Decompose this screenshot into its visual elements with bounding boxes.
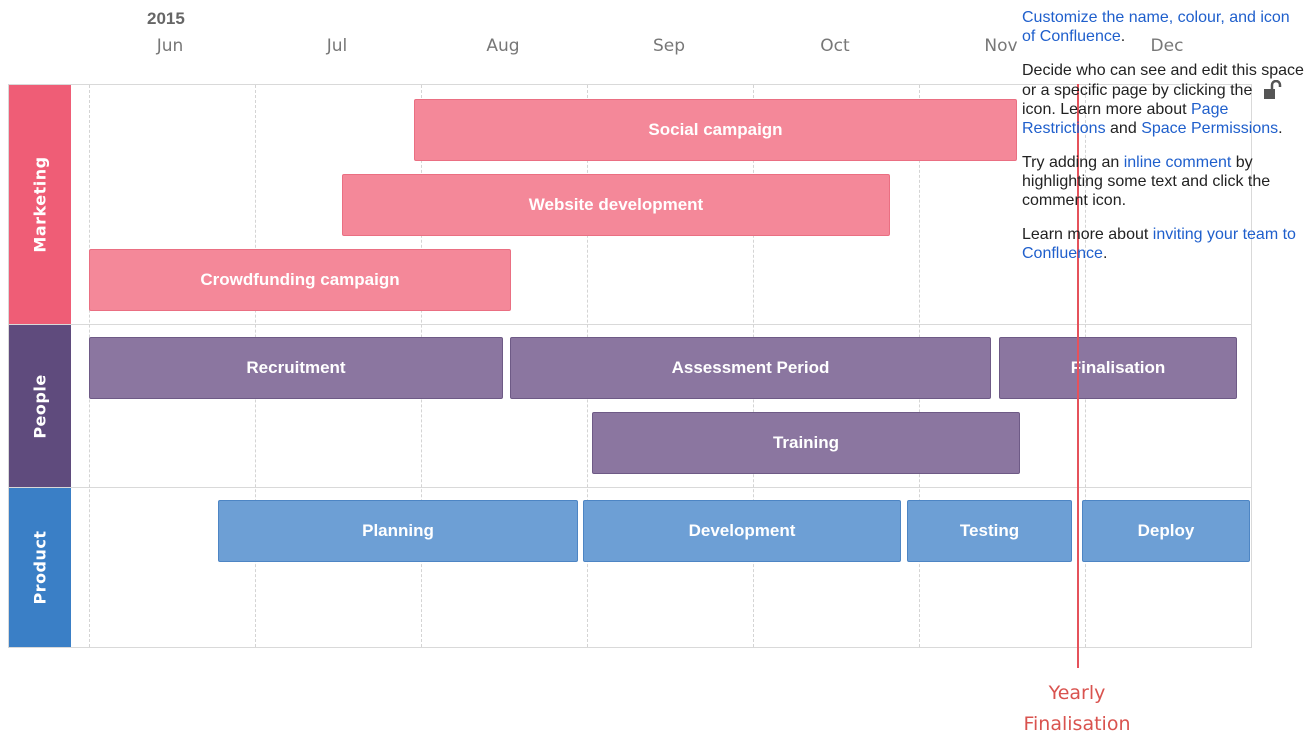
lane-divider (8, 487, 1252, 488)
month-label: Aug (486, 36, 520, 56)
bar-assessment-period[interactable]: Assessment Period (510, 337, 991, 399)
month-label: Oct (820, 36, 850, 56)
bar-finalisation[interactable]: Finalisation (999, 337, 1237, 399)
month-label: Jun (156, 36, 184, 56)
tip-invite: Learn more about inviting your team to C… (1022, 225, 1304, 263)
month-label: Jul (326, 36, 348, 56)
marker-line (1077, 84, 1079, 668)
marker-label-line2: Finalisation (1023, 713, 1131, 735)
tip-text: Decide who can see and edit this space o… (1022, 62, 1304, 99)
help-tips-panel: Customize the name, colour, and icon of … (1022, 8, 1304, 278)
marker-label[interactable]: Yearly Finalisation (997, 678, 1157, 740)
bar-testing[interactable]: Testing (907, 500, 1072, 562)
tip-text: by highlighting some text and click the … (1022, 154, 1271, 209)
month-label: Sep (652, 36, 686, 56)
bar-planning[interactable]: Planning (218, 500, 578, 562)
tip-text: Learn more about (1022, 226, 1149, 243)
bar-training[interactable]: Training (592, 412, 1020, 474)
lane-divider (8, 324, 1252, 325)
lane-label-text: Marketing (30, 156, 50, 253)
month-label: Dec (1150, 36, 1184, 56)
timeline-year: 2015 (147, 9, 185, 28)
lane-label-text: People (30, 373, 50, 439)
tip-text: Try adding an (1022, 154, 1120, 171)
tip-comment: Try adding an inline comment by highligh… (1022, 153, 1304, 210)
customize-link[interactable]: Customize the name, colour, and icon of … (1022, 9, 1290, 45)
marker-label-line1: Yearly (1048, 682, 1106, 704)
space-permissions-link[interactable]: Space Permissions (1141, 120, 1279, 137)
tip-customize: Customize the name, colour, and icon of … (1022, 8, 1304, 46)
lane-label-marketing: Marketing (9, 85, 71, 324)
month-label: Nov (984, 36, 1018, 56)
bar-recruitment[interactable]: Recruitment (89, 337, 503, 399)
inline-comment-link[interactable]: inline comment (1123, 154, 1232, 171)
lane-label-people: People (9, 325, 71, 487)
tip-text: icon. Learn more about (1022, 101, 1187, 118)
bar-website-development[interactable]: Website development (342, 174, 890, 236)
unlock-icon (1263, 79, 1285, 99)
bar-deploy[interactable]: Deploy (1082, 500, 1250, 562)
tip-permissions: Decide who can see and edit this space o… (1022, 61, 1304, 138)
bar-crowdfunding-campaign[interactable]: Crowdfunding campaign (89, 249, 511, 311)
tip-text: . (1120, 28, 1126, 45)
bar-social-campaign[interactable]: Social campaign (414, 99, 1017, 161)
tip-text: . (1102, 245, 1108, 262)
tip-text: . (1278, 120, 1283, 137)
tip-text: and (1110, 120, 1137, 137)
lane-label-text: Product (30, 530, 50, 605)
bar-development[interactable]: Development (583, 500, 901, 562)
page-restrictions-link[interactable]: Page Restrictions (1022, 101, 1229, 137)
invite-team-link[interactable]: inviting your team to Confluence (1022, 226, 1296, 262)
lane-label-product: Product (9, 488, 71, 647)
roadmap-grid (8, 84, 1252, 648)
